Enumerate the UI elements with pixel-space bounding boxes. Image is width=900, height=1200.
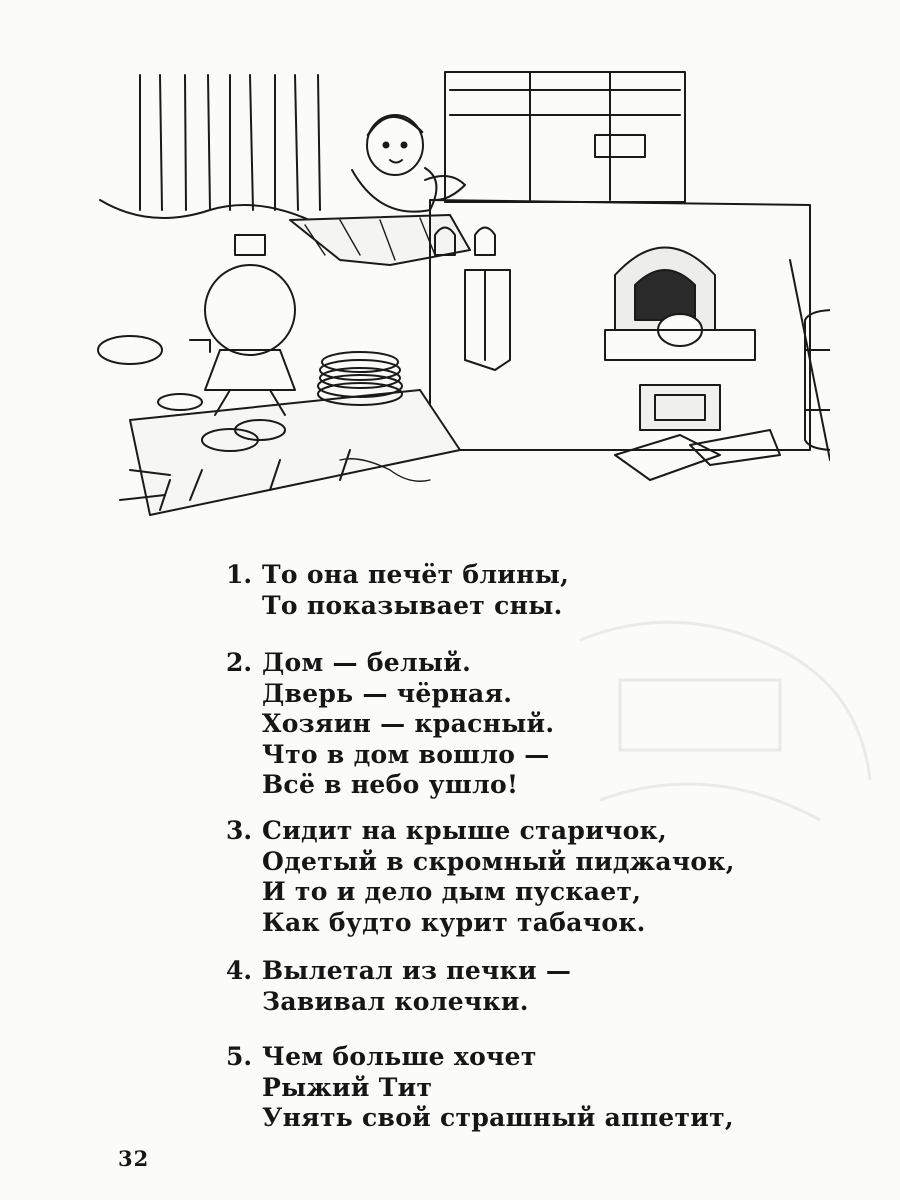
riddle-line: Дверь — чёрная.: [262, 678, 513, 708]
riddle-line: Одетый в скромный пиджачок,: [262, 846, 735, 876]
riddle-line: Вылетал из печки —: [262, 956, 572, 985]
page-number: 32: [118, 1146, 150, 1171]
bagel: [234, 419, 286, 441]
riddle-line: И то и дело дым пускает,: [262, 877, 642, 906]
riddle-line: Всё в небо ушло!: [262, 770, 519, 799]
spoons: [119, 469, 171, 501]
riddle-3: 3. Сидит на крыше старичок, Одетый в скр…: [226, 816, 735, 938]
riddle-line: То она печёт блины,: [262, 560, 570, 589]
riddle-line: Завивал колечки.: [262, 986, 529, 1016]
riddle-line: Дом — белый.: [262, 648, 472, 677]
riddle-4: 4. Вылетал из печки — Завивал колечки.: [226, 956, 571, 1017]
quilt: [289, 214, 471, 266]
riddle-2: 2. Дом — белый. Дверь — чёрная. Хозяин —…: [226, 648, 554, 801]
russian-stove: [429, 71, 811, 481]
riddle-number: 5.: [226, 1042, 253, 1071]
riddle-number: 2.: [226, 648, 253, 677]
riddle-line: Сидит на крыше старичок,: [262, 816, 667, 845]
riddle-line: Рыжий Тит: [262, 1072, 433, 1102]
barrel: [789, 259, 830, 461]
table: [129, 389, 461, 516]
riddle-line: Чем больше хочет: [262, 1042, 537, 1071]
riddle-line: Что в дом вошло —: [262, 739, 550, 769]
child-figure: [351, 114, 466, 213]
show-through-artifact: [579, 620, 872, 822]
bread-bowl: [97, 335, 163, 365]
riddle-number: 1.: [226, 560, 253, 589]
riddle-number: 4.: [226, 956, 253, 985]
riddle-number: 3.: [226, 816, 253, 845]
saucer: [157, 393, 203, 411]
pancake-stack: [317, 351, 403, 406]
riddle-line: То показывает сны.: [262, 590, 563, 620]
samovar: [189, 234, 296, 416]
stove-illustration: [97, 71, 830, 516]
riddle-line: Унять свой страшный аппетит,: [262, 1103, 734, 1132]
riddle-line: Хозяин — красный.: [262, 709, 555, 738]
riddle-5: 5. Чем больше хочет Рыжий Тит Унять свой…: [226, 1042, 734, 1134]
curtain: [99, 74, 391, 233]
riddle-1: 1. То она печёт блины, То показывает сны…: [226, 560, 569, 621]
riddle-line: Как будто курит табачок.: [262, 907, 646, 937]
